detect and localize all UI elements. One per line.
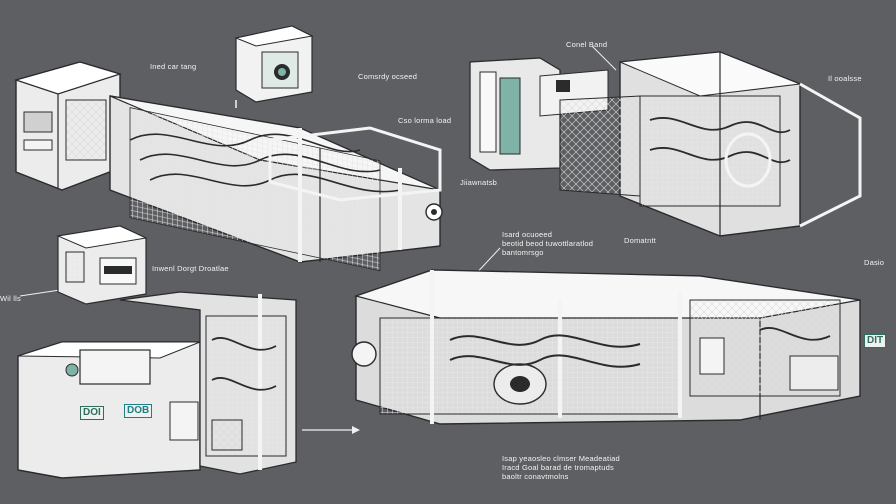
label-bottom-note: Isap yeaosleo clmser Meadeatiad Iracd Go…: [502, 454, 620, 481]
panel-tag-c: DIT: [864, 334, 887, 348]
panel-tag-b: DOB: [124, 404, 153, 418]
label-top-center-control: Comsrdy ocseed: [358, 72, 418, 81]
middle-note-line-1: Isard ocuoeed: [502, 230, 553, 239]
machine-bottom-right: [351, 269, 861, 425]
control-box-top: [234, 25, 314, 108]
label-top-right-control: Conel Band: [566, 40, 608, 49]
middle-note-line-2: beotid beod tuwottlaratlod: [502, 239, 594, 248]
label-middle-note: Isard ocuoeed beotid beod tuwottlaratlod…: [502, 230, 593, 257]
label-far-right-top: Il ooalsse: [828, 74, 862, 83]
label-center-right: Jiiawnatsb: [460, 178, 498, 187]
bottom-note-line-2: Iracd Goal barad de tromaptuds: [502, 463, 614, 472]
label-top-center-small: Cso lorma load: [398, 116, 452, 125]
machine-top-right: [469, 51, 862, 237]
control-box-mid: [56, 225, 148, 305]
panel-tag-a: DOI: [80, 406, 104, 420]
label-far-right-mid: Dasio: [864, 258, 885, 267]
label-middle-right: Domatntt: [624, 236, 657, 245]
bottom-note-line-1: Isap yeaosleo clmser Meadeatiad: [502, 454, 620, 463]
machine-top-left: [13, 61, 443, 272]
label-left-edge: Wil lls: [0, 294, 21, 303]
label-top-left-machine: Ined car tang: [150, 62, 197, 71]
arrow-right-icon: [302, 426, 360, 434]
middle-note-line-3: bantomrsgo: [502, 248, 544, 257]
label-mid-left-box: Inwenl Dorgt Droatlae: [152, 264, 229, 273]
machine-bottom-left: [17, 291, 297, 479]
bottom-note-line-3: baoltr conavtmolns: [502, 472, 569, 481]
